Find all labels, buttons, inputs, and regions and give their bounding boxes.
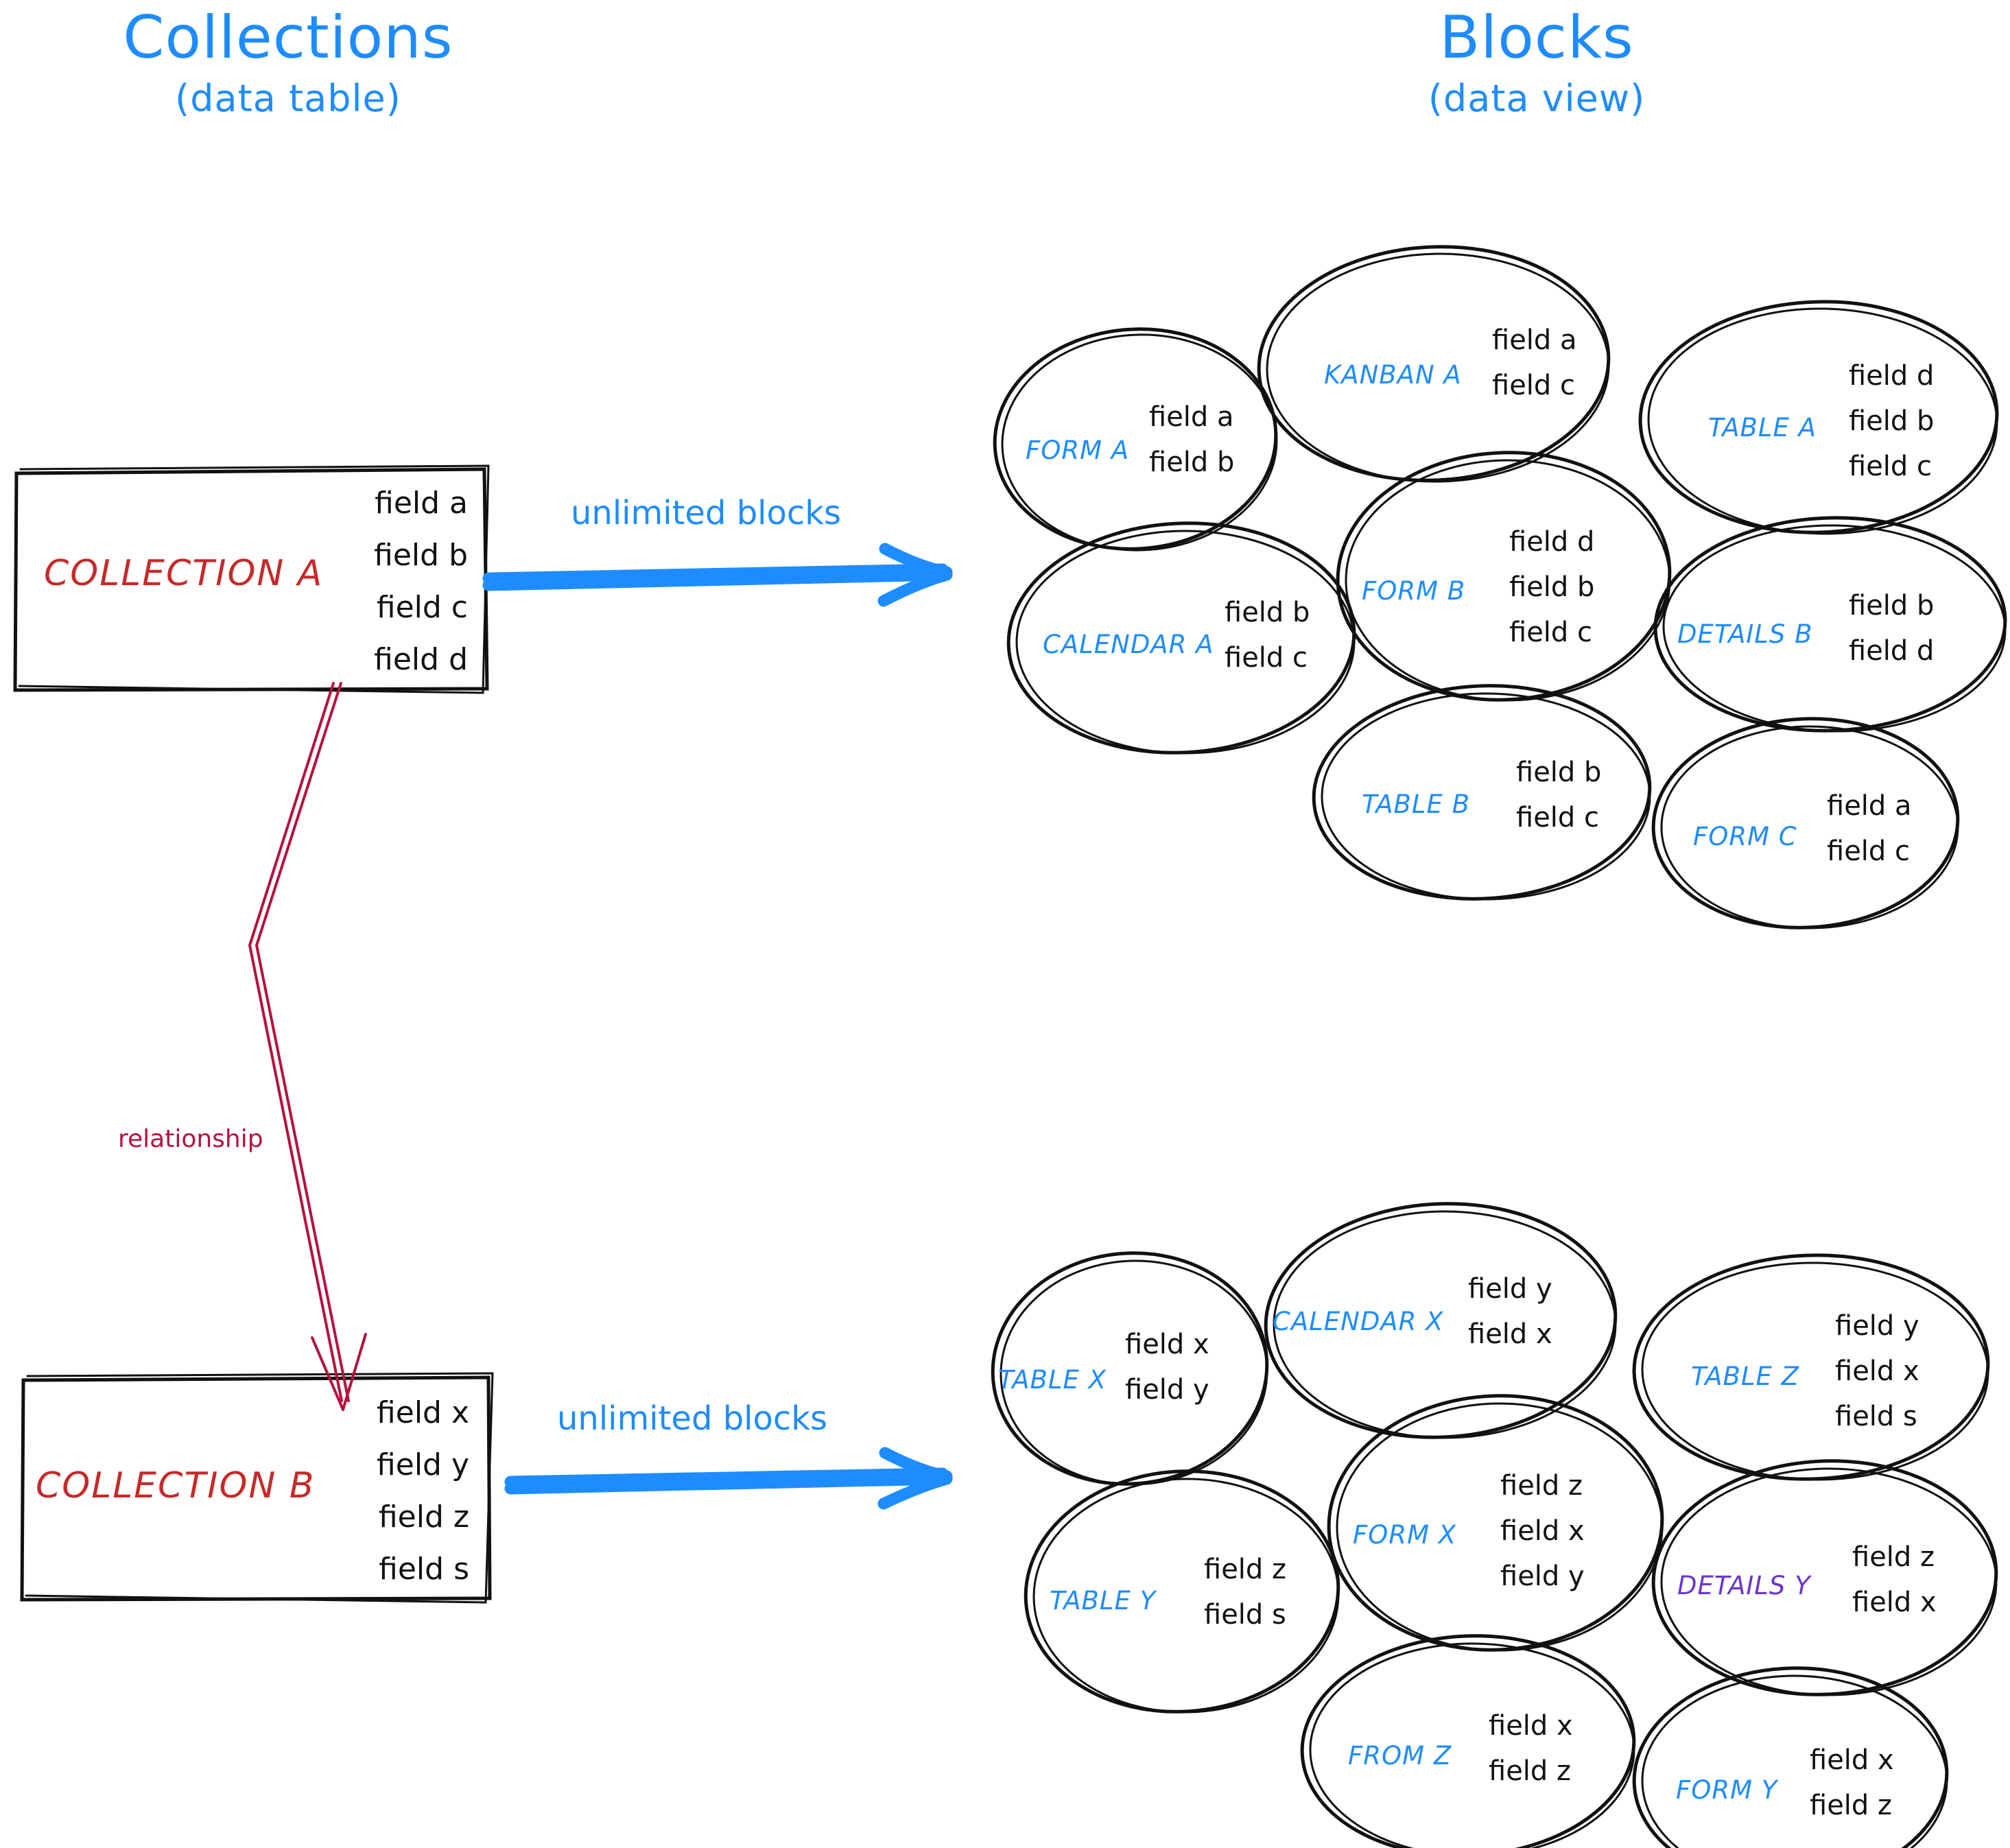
block-form-c-fields: field a field c xyxy=(1827,792,1912,865)
block-form-a-field-1: field b xyxy=(1149,447,1235,478)
collection-a-field-3: field d xyxy=(374,642,468,677)
block-calendar-x-fields: field y field x xyxy=(1468,1275,1552,1348)
unlimited-blocks-label-b: unlimited blocks xyxy=(557,1399,828,1438)
block-calendar-a-field-0: field b xyxy=(1225,597,1310,628)
block-calendar-x-label: CALENDAR X xyxy=(1273,1307,1444,1336)
block-table-z-field-2: field s xyxy=(1835,1401,1917,1432)
block-table-y-field-1: field s xyxy=(1204,1599,1286,1631)
collections-heading-main: Collections xyxy=(123,3,453,72)
block-form-y-label: FORM Y xyxy=(1676,1775,1778,1805)
block-table-x-field-0: field x xyxy=(1125,1329,1209,1360)
block-table-x-fields: field x field y xyxy=(1125,1331,1209,1403)
block-table-x-label: TABLE X xyxy=(998,1365,1107,1395)
collection-b-field-3: field s xyxy=(379,1552,469,1587)
collection-b-box[interactable]: COLLECTION B field x field y field z fie… xyxy=(23,1376,493,1602)
block-form-b-field-0: field d xyxy=(1509,526,1595,558)
block-table-b-field-0: field b xyxy=(1516,757,1602,788)
block-kanban-a-label: KANBAN A xyxy=(1324,360,1462,390)
collection-a-box[interactable]: COLLECTION A field a field b field c fie… xyxy=(16,469,490,692)
collections-heading-sub: (data table) xyxy=(175,77,401,121)
blocks-heading: Blocks (data view) xyxy=(1303,7,1770,119)
block-details-y-fields: field z field x xyxy=(1852,1543,1937,1616)
block-form-y-field-1: field z xyxy=(1810,1790,1893,1821)
block-form-b-label: FORM B xyxy=(1362,576,1466,606)
block-table-a-field-0: field d xyxy=(1849,360,1935,392)
block-table-a-label: TABLE A xyxy=(1708,413,1817,442)
block-form-c-label: FORM C xyxy=(1693,822,1797,851)
collection-b-field-2: field z xyxy=(378,1500,469,1535)
block-table-y-fields: field z field s xyxy=(1204,1556,1286,1628)
block-table-a-field-2: field c xyxy=(1849,451,1932,482)
block-form-a-field-0: field a xyxy=(1149,401,1234,433)
block-form-b-fields: field d field b field c xyxy=(1509,528,1594,646)
collections-heading: Collections (data table) xyxy=(55,7,521,119)
collection-a-field-0: field a xyxy=(375,486,468,521)
block-kanban-a-field-0: field a xyxy=(1492,324,1577,356)
collection-b-fields: field x field y field z field s xyxy=(377,1398,469,1585)
block-table-b-fields: field b field c xyxy=(1516,759,1601,831)
block-details-y-field-0: field z xyxy=(1852,1541,1935,1573)
collection-b-field-0: field x xyxy=(377,1395,469,1430)
block-from-z-field-0: field x xyxy=(1489,1710,1573,1742)
block-table-y-label: TABLE Y xyxy=(1050,1586,1157,1615)
block-calendar-a-fields: field b field c xyxy=(1225,599,1310,672)
block-calendar-x-field-0: field y xyxy=(1468,1273,1552,1305)
block-table-z-field-1: field x xyxy=(1835,1355,1919,1387)
collection-a-fields: field a field b field c field d xyxy=(374,488,468,675)
block-details-b-field-0: field b xyxy=(1849,590,1935,621)
block-form-x-fields: field z field x field y xyxy=(1500,1472,1585,1590)
block-from-z-fields: field x field z xyxy=(1489,1712,1573,1785)
collection-a-field-2: field c xyxy=(376,590,468,625)
block-from-z-label: FROM Z xyxy=(1348,1741,1452,1770)
block-form-y-fields: field x field z xyxy=(1810,1746,1894,1819)
block-form-a-fields: field a field b xyxy=(1149,403,1234,476)
block-form-y-field-0: field x xyxy=(1810,1744,1894,1776)
block-form-b-field-1: field b xyxy=(1509,571,1595,603)
block-details-y-field-1: field x xyxy=(1852,1587,1937,1618)
collection-a-field-1: field b xyxy=(374,538,468,573)
block-form-c-field-1: field c xyxy=(1827,836,1911,867)
block-kanban-a-fields: field a field c xyxy=(1492,327,1577,399)
block-table-z-fields: field y field x field s xyxy=(1835,1312,1919,1430)
block-form-x-field-0: field z xyxy=(1500,1470,1583,1502)
block-form-x-field-1: field x xyxy=(1500,1515,1585,1547)
blocks-heading-main: Blocks xyxy=(1439,3,1634,72)
block-form-c-field-0: field a xyxy=(1827,790,1912,822)
collection-a-name: COLLECTION A xyxy=(44,553,324,594)
block-table-z-label: TABLE Z xyxy=(1691,1362,1799,1391)
blocks-heading-sub: (data view) xyxy=(1428,77,1646,121)
block-calendar-x-field-1: field x xyxy=(1468,1318,1552,1350)
block-table-b-label: TABLE B xyxy=(1362,790,1471,819)
block-table-x-field-1: field y xyxy=(1125,1374,1209,1406)
block-table-y-field-0: field z xyxy=(1204,1554,1287,1585)
collection-b-name: COLLECTION B xyxy=(36,1465,316,1506)
block-table-z-field-0: field y xyxy=(1835,1310,1919,1342)
unlimited-blocks-label-a: unlimited blocks xyxy=(571,494,842,532)
block-kanban-a-field-1: field c xyxy=(1492,370,1576,401)
block-details-b-label: DETAILS B xyxy=(1677,619,1813,649)
relationship-label: relationship xyxy=(118,1125,263,1153)
block-form-x-field-2: field y xyxy=(1500,1561,1585,1592)
block-calendar-a-field-1: field c xyxy=(1225,642,1308,674)
block-details-b-field-1: field d xyxy=(1849,635,1935,667)
block-form-x-label: FORM X xyxy=(1353,1520,1457,1550)
block-form-a-label: FORM A xyxy=(1026,436,1130,465)
block-table-a-fields: field d field b field c xyxy=(1849,362,1934,480)
block-form-b-field-2: field c xyxy=(1509,617,1593,648)
block-details-b-fields: field b field d xyxy=(1849,592,1934,665)
block-details-y-label: DETAILS Y xyxy=(1677,1571,1811,1600)
block-from-z-field-1: field z xyxy=(1489,1755,1572,1787)
block-table-a-field-1: field b xyxy=(1849,405,1935,437)
block-calendar-a-label: CALENDAR A xyxy=(1043,630,1214,659)
collection-b-field-1: field y xyxy=(377,1447,469,1482)
block-table-b-field-1: field c xyxy=(1516,802,1600,833)
